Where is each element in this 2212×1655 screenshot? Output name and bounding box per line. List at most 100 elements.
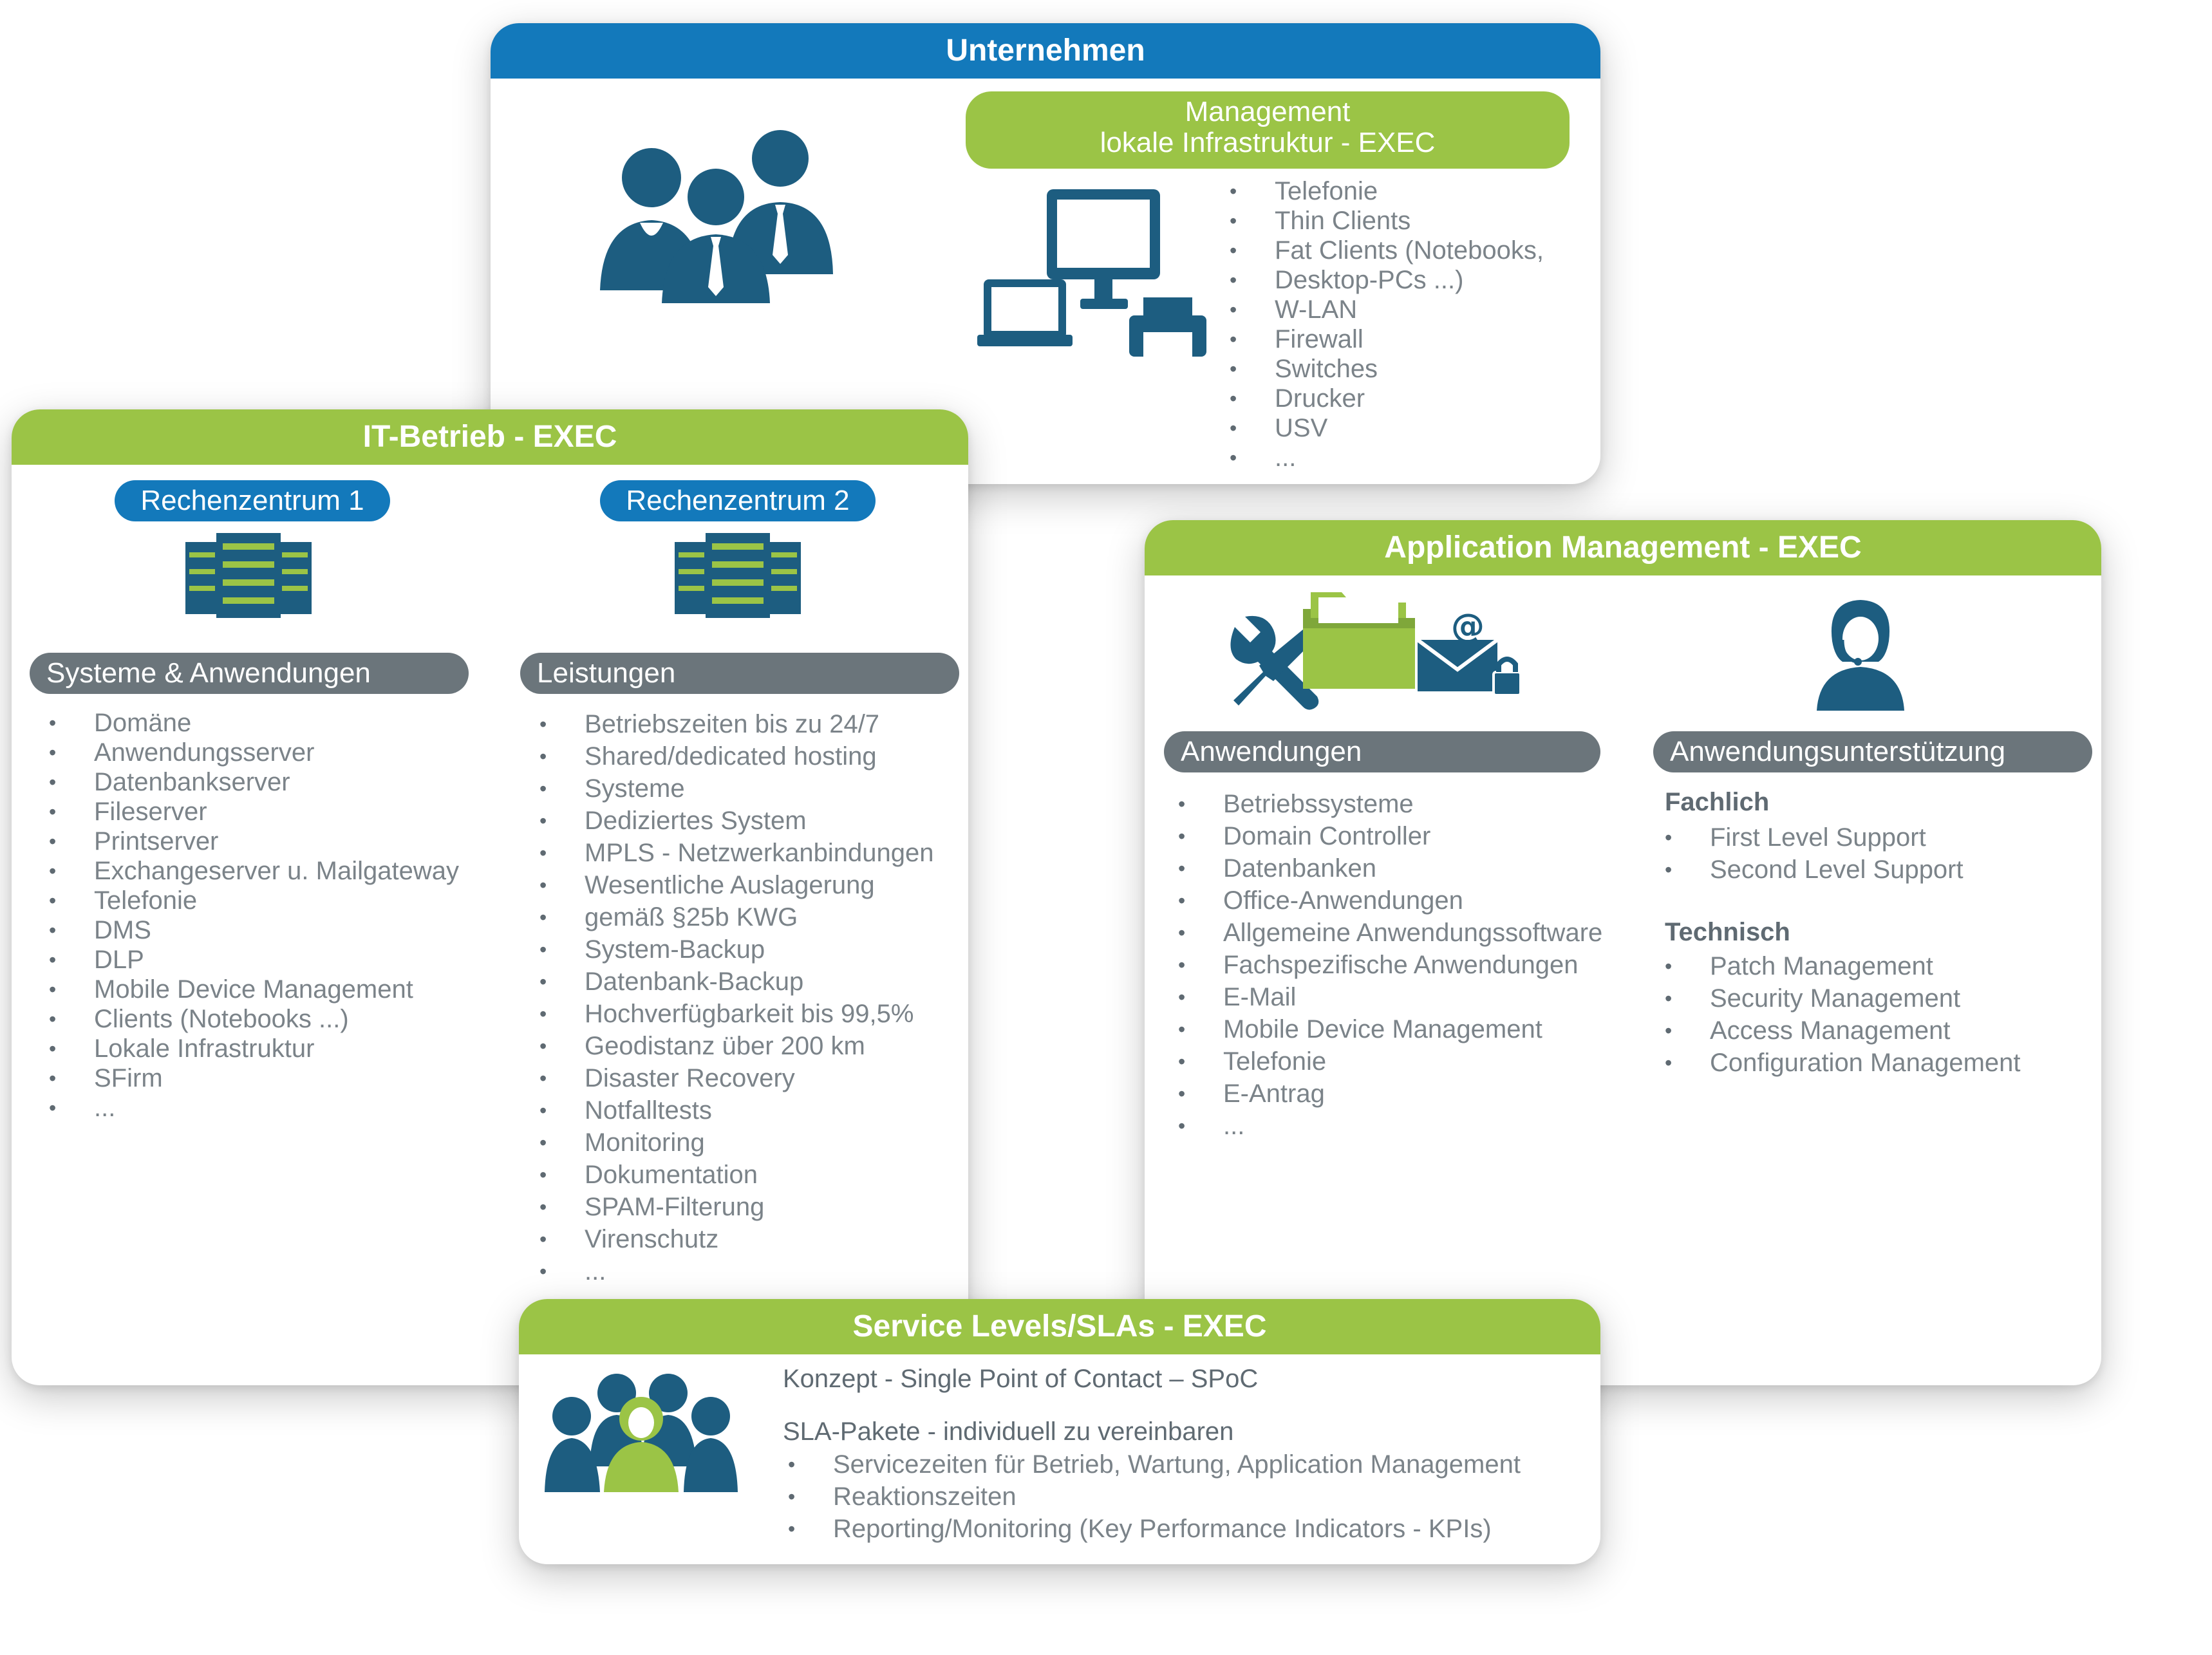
it-betrieb-title: IT-Betrieb - EXEC: [12, 409, 968, 465]
list-item: Allgemeine Anwendungssoftware: [1178, 917, 1602, 949]
list-item: Drucker: [1230, 384, 1544, 413]
list-item: ...: [539, 1255, 934, 1287]
list-item: ...: [49, 1093, 459, 1123]
sla-list: Servicezeiten für Betrieb, Wartung, Appl…: [788, 1448, 1521, 1545]
list-item: Configuration Management: [1665, 1047, 2021, 1079]
list-item: Switches: [1230, 354, 1544, 384]
sla-title: Service Levels/SLAs - EXEC: [519, 1299, 1600, 1354]
list-item: DLP: [49, 945, 459, 975]
list-item: ...: [1230, 443, 1544, 472]
fachlich-heading: Fachlich: [1665, 788, 1770, 816]
server-rack-icon: [185, 533, 312, 618]
list-item: ...: [1178, 1110, 1602, 1142]
list-item: Systeme: [539, 772, 934, 805]
server-rack-icon: [675, 533, 801, 618]
systeme-anwendungen-pill: Systeme & Anwendungen: [30, 653, 469, 694]
list-item: Patch Management: [1665, 950, 2021, 982]
list-item: Fat Clients (Notebooks,: [1230, 236, 1544, 265]
unternehmen-title: Unternehmen: [491, 23, 1600, 79]
list-item: E-Mail: [1178, 981, 1602, 1013]
list-item: Wesentliche Auslagerung: [539, 869, 934, 901]
list-item: Virenschutz: [539, 1223, 934, 1255]
list-item: Printserver: [49, 827, 459, 856]
unternehmen-card: Unternehmen Management lokale Infrastruk…: [491, 23, 1600, 484]
list-item: Anwendungsserver: [49, 738, 459, 767]
list-item: Geodistanz über 200 km: [539, 1030, 934, 1062]
list-item: Firewall: [1230, 324, 1544, 354]
list-item: Telefonie: [49, 886, 459, 915]
list-item: MPLS - Netzwerkanbindungen: [539, 837, 934, 869]
list-item: Dokumentation: [539, 1159, 934, 1191]
list-item: Notfalltests: [539, 1094, 934, 1127]
list-item: DMS: [49, 915, 459, 945]
rechenzentrum-2-pill: Rechenzentrum 2: [600, 480, 876, 521]
list-item: Telefonie: [1178, 1045, 1602, 1078]
list-item: Reporting/Monitoring (Key Performance In…: [788, 1513, 1521, 1545]
computer-devices-icon: [977, 189, 1206, 357]
list-item: Mobile Device Management: [49, 975, 459, 1004]
sla-pakete: SLA-Pakete - individuell zu vereinbaren: [783, 1417, 1234, 1446]
rechenzentrum-1-pill: Rechenzentrum 1: [115, 480, 390, 521]
list-item: Clients (Notebooks ...): [49, 1004, 459, 1034]
list-item: SPAM-Filterung: [539, 1191, 934, 1223]
application-management-title: Application Management - EXEC: [1145, 520, 2101, 575]
list-item: Betriebssysteme: [1178, 788, 1602, 820]
anwendungsunterstuetzung-pill: Anwendungsunterstützung: [1653, 731, 2092, 772]
list-item: Domäne: [49, 708, 459, 738]
support-agent-icon: [1817, 600, 1904, 711]
systeme-list: Domäne Anwendungsserver Datenbankserver …: [49, 708, 459, 1123]
management-line1: Management: [1185, 96, 1351, 127]
svg-text:@: @: [1451, 607, 1485, 646]
list-item: Shared/dedicated hosting: [539, 740, 934, 772]
list-item: Mobile Device Management: [1178, 1013, 1602, 1045]
list-item: Datenbankserver: [49, 767, 459, 797]
management-pill: Management lokale Infrastruktur - EXEC: [966, 91, 1570, 169]
fachlich-list: First Level Support Second Level Support: [1665, 821, 1964, 886]
list-item: Betriebszeiten bis zu 24/7: [539, 708, 934, 740]
people-group-icon: [600, 130, 833, 303]
list-item: SFirm: [49, 1063, 459, 1093]
list-item: Access Management: [1665, 1015, 2021, 1047]
list-item: Exchangeserver u. Mailgateway: [49, 856, 459, 886]
list-item: First Level Support: [1665, 821, 1964, 854]
list-item-continuation: Desktop-PCs ...): [1230, 265, 1544, 295]
list-item: Fachspezifische Anwendungen: [1178, 949, 1602, 981]
list-item: Monitoring: [539, 1127, 934, 1159]
list-item: Dediziertes System: [539, 805, 934, 837]
technisch-list: Patch Management Security Management Acc…: [1665, 950, 2021, 1079]
list-item: W-LAN: [1230, 295, 1544, 324]
list-item: Telefonie: [1230, 176, 1544, 206]
anwendungen-pill: Anwendungen: [1164, 731, 1600, 772]
list-item-continuation: gemäß §25b KWG: [539, 901, 934, 933]
list-item: Thin Clients: [1230, 206, 1544, 236]
email-lock-icon: @: [1416, 607, 1522, 697]
list-item: Security Management: [1665, 982, 2021, 1015]
technisch-heading: Technisch: [1665, 918, 1790, 946]
sla-card: Service Levels/SLAs - EXEC Konzept - Sin…: [519, 1299, 1600, 1564]
tools-icon: [1230, 615, 1321, 710]
anwendungen-list: Betriebssysteme Domain Controller Datenb…: [1178, 788, 1602, 1142]
list-item: Fileserver: [49, 797, 459, 827]
it-betrieb-card: IT-Betrieb - EXEC Rechenzentrum 1 Rechen…: [12, 409, 968, 1385]
list-item: Lokale Infrastruktur: [49, 1034, 459, 1063]
list-item: Office-Anwendungen: [1178, 884, 1602, 917]
list-item: Servicezeiten für Betrieb, Wartung, Appl…: [788, 1448, 1521, 1481]
list-item: Domain Controller: [1178, 820, 1602, 852]
list-item: Second Level Support: [1665, 854, 1964, 886]
list-item: E-Antrag: [1178, 1078, 1602, 1110]
list-item: Disaster Recovery: [539, 1062, 934, 1094]
management-line2: lokale Infrastruktur - EXEC: [1100, 127, 1436, 158]
service-team-icon: [545, 1374, 738, 1492]
unternehmen-list: Telefonie Thin Clients Fat Clients (Note…: [1230, 176, 1544, 472]
list-item: Datenbank-Backup: [539, 966, 934, 998]
list-item: USV: [1230, 413, 1544, 443]
list-item: System-Backup: [539, 933, 934, 966]
application-management-card: Application Management - EXEC @: [1145, 520, 2101, 1385]
leistungen-pill: Leistungen: [520, 653, 959, 694]
folder-icon: [1303, 592, 1415, 689]
list-item: Datenbanken: [1178, 852, 1602, 884]
list-item: Hochverfügbarkeit bis 99,5%: [539, 998, 934, 1030]
list-item: Reaktionszeiten: [788, 1481, 1521, 1513]
sla-konzept: Konzept - Single Point of Contact – SPoC: [783, 1365, 1259, 1393]
leistungen-list: Betriebszeiten bis zu 24/7 Shared/dedica…: [539, 708, 934, 1287]
